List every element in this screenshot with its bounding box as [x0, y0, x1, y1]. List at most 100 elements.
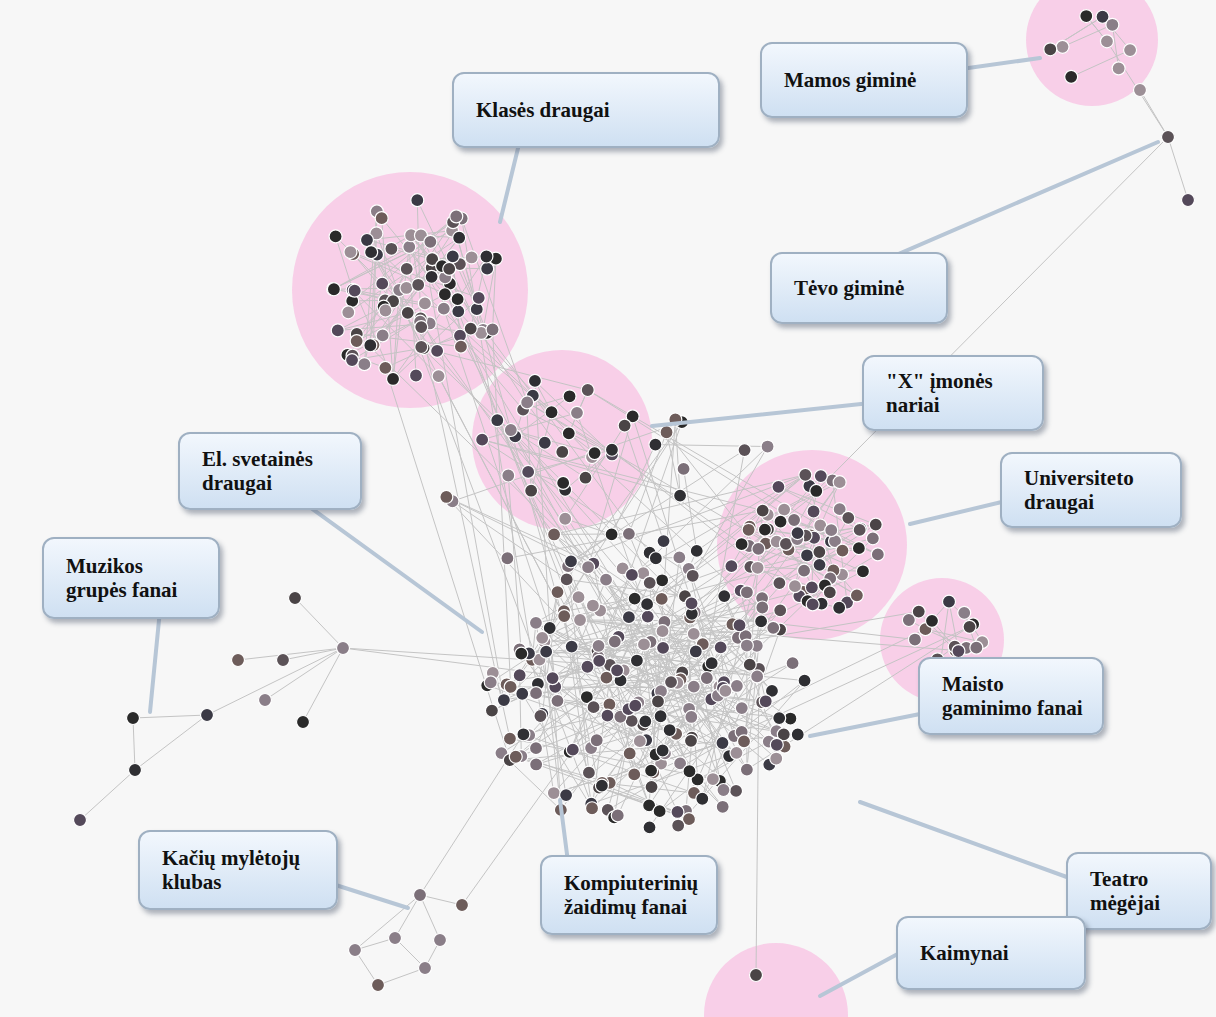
callout-label: Tėvo giminė [794, 276, 904, 300]
person-dot [836, 544, 849, 557]
person-dot [582, 766, 595, 779]
person-dot [689, 645, 702, 658]
network-link [303, 648, 343, 722]
network-link [750, 482, 840, 526]
network-links [80, 16, 1188, 985]
person-dot [833, 476, 846, 489]
network-link [516, 757, 689, 819]
person-dot [465, 251, 478, 264]
person-dot [655, 592, 668, 605]
person-dot [774, 604, 787, 617]
leader-line [880, 142, 1158, 262]
person-dot [807, 505, 820, 518]
network-link [135, 715, 207, 770]
person-dot [773, 712, 786, 725]
person-dot [810, 484, 823, 497]
person-dot [871, 548, 884, 561]
network-link [599, 646, 742, 732]
person-dot [586, 599, 599, 612]
network-link [591, 702, 658, 804]
network-link [424, 348, 588, 390]
leader-line [300, 500, 482, 632]
network-link [421, 347, 515, 436]
leader-line [150, 610, 160, 712]
person-dot [414, 889, 427, 902]
person-dot [696, 792, 709, 805]
callout-label: Kaimynai [920, 941, 1009, 965]
network-link [458, 311, 634, 774]
person-dot [761, 440, 774, 453]
leader-line [820, 950, 905, 996]
person-dot [630, 654, 643, 667]
network-link [376, 233, 591, 803]
person-dot [1065, 70, 1078, 83]
person-dot [673, 551, 686, 564]
network-link [532, 567, 588, 660]
person-dot [400, 281, 413, 294]
person-dot [358, 358, 371, 371]
person-dot [641, 598, 654, 611]
network-link [625, 426, 664, 542]
person-dot [1080, 10, 1093, 23]
person-dot [813, 558, 826, 571]
person-dot [628, 592, 641, 605]
person-dot [1112, 62, 1125, 75]
person-dot [755, 615, 768, 628]
person-dot [1182, 194, 1195, 207]
person-dot [582, 561, 595, 574]
person-dot [773, 577, 786, 590]
person-dot [563, 390, 576, 403]
person-dot [651, 695, 664, 708]
person-dot [799, 468, 812, 481]
leader-line [910, 500, 1010, 524]
person-dot [365, 246, 378, 259]
network-link [665, 669, 759, 754]
person-dot [850, 589, 863, 602]
person-dot [687, 627, 700, 640]
person-dot [443, 262, 456, 275]
leader-line [860, 802, 1075, 880]
person-dot [574, 613, 587, 626]
person-dot [716, 737, 729, 750]
person-dot [656, 574, 669, 587]
person-dot [454, 340, 467, 353]
person-dot [364, 339, 377, 352]
person-dot [866, 532, 879, 545]
person-dot [434, 934, 447, 947]
network-link [1107, 41, 1168, 137]
person-dot [588, 447, 601, 460]
person-dot [958, 606, 971, 619]
network-link [784, 510, 857, 596]
person-dot [534, 710, 547, 723]
person-dot [714, 641, 727, 654]
person-dot [472, 291, 485, 304]
person-dot [566, 743, 579, 756]
person-dot [415, 341, 428, 354]
person-dot [379, 361, 392, 374]
person-dot [735, 702, 748, 715]
callout-label: Universiteto draugai [1024, 466, 1166, 514]
person-dot [376, 277, 389, 290]
person-dot [770, 738, 783, 751]
person-dot [485, 704, 498, 717]
network-link [333, 231, 452, 289]
person-dot [503, 732, 516, 745]
person-dot [570, 406, 583, 419]
person-dot [943, 595, 956, 608]
person-dot [639, 715, 652, 728]
network-link [756, 669, 759, 975]
person-dot [608, 635, 621, 648]
person-dot [415, 321, 428, 334]
person-dot [690, 544, 703, 557]
person-dot [805, 581, 818, 594]
person-dot [559, 512, 572, 525]
person-dot [379, 304, 392, 317]
person-dot [350, 335, 363, 348]
network-link [588, 390, 794, 520]
person-dot [538, 436, 551, 449]
person-dot [770, 752, 783, 765]
network-link [692, 614, 772, 691]
person-dot [605, 528, 618, 541]
person-dot [342, 306, 355, 319]
callout-label: Mamos giminė [784, 68, 916, 92]
